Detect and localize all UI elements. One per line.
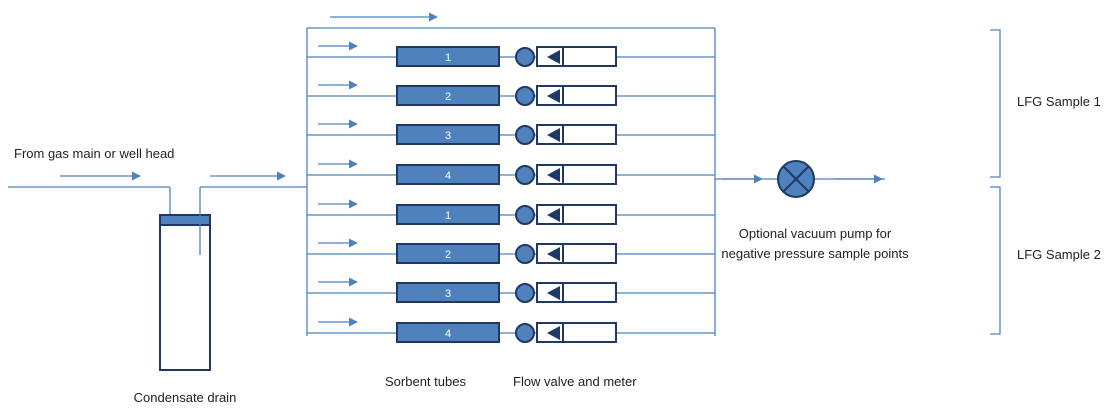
sample-rows: 1 2 3 4 1 2 3 4 [307, 41, 715, 343]
flow-valve-icon [515, 244, 535, 264]
flow-meter-indicator-icon [547, 128, 560, 142]
flow-meter-indicator-icon [547, 286, 560, 300]
sorbent-tube [396, 124, 500, 145]
tube-number: 4 [445, 170, 451, 182]
condensate-drain [159, 214, 211, 371]
tube-number: 3 [445, 288, 451, 300]
pump-label-line2: negative pressure sample points [721, 246, 909, 261]
sorbent-tube [396, 243, 500, 264]
flow-valve-icon [515, 283, 535, 303]
sorbent-tube [396, 46, 500, 67]
flow-meter-indicator-icon [547, 168, 560, 182]
tube-number: 3 [445, 130, 451, 142]
flow-meter-indicator-icon [547, 247, 560, 261]
tube-number: 4 [445, 328, 451, 340]
flow-valve-icon [515, 165, 535, 185]
flow-meter-indicator-icon [547, 89, 560, 103]
flow-valve-icon [515, 125, 535, 145]
flow-meter-indicator-icon [547, 50, 560, 64]
flow-meter-indicator-icon [547, 208, 560, 222]
inlet-label: From gas main or well head [14, 146, 175, 161]
flow-valve-icon [515, 86, 535, 106]
sorbent-tube [396, 322, 500, 343]
sample-2-label: LFG Sample 2 [1017, 247, 1101, 262]
condensate-drain-label: Condensate drain [133, 390, 237, 405]
tube-number: 2 [445, 91, 451, 103]
flow-valve-label: Flow valve and meter [513, 374, 637, 389]
sorbent-tube [396, 204, 500, 225]
tube-number: 1 [445, 210, 451, 222]
sorbent-tube [396, 85, 500, 106]
condensate-drain-cap [159, 214, 211, 226]
flow-valve-icon [515, 323, 535, 343]
sorbent-tubes-label: Sorbent tubes [385, 374, 466, 389]
sorbent-tube [396, 164, 500, 185]
flow-valve-icon [515, 205, 535, 225]
tube-number: 1 [445, 52, 451, 64]
flow-valve-icon [515, 47, 535, 67]
sample-1-bracket [990, 29, 1001, 178]
sorbent-tube [396, 282, 500, 303]
sample-2-bracket [990, 186, 1001, 335]
vacuum-pump-icon [777, 160, 815, 198]
pump-label-line1: Optional vacuum pump for [738, 226, 892, 241]
sample-1-label: LFG Sample 1 [1017, 94, 1101, 109]
tube-number: 2 [445, 249, 451, 261]
flow-meter-indicator-icon [547, 326, 560, 340]
